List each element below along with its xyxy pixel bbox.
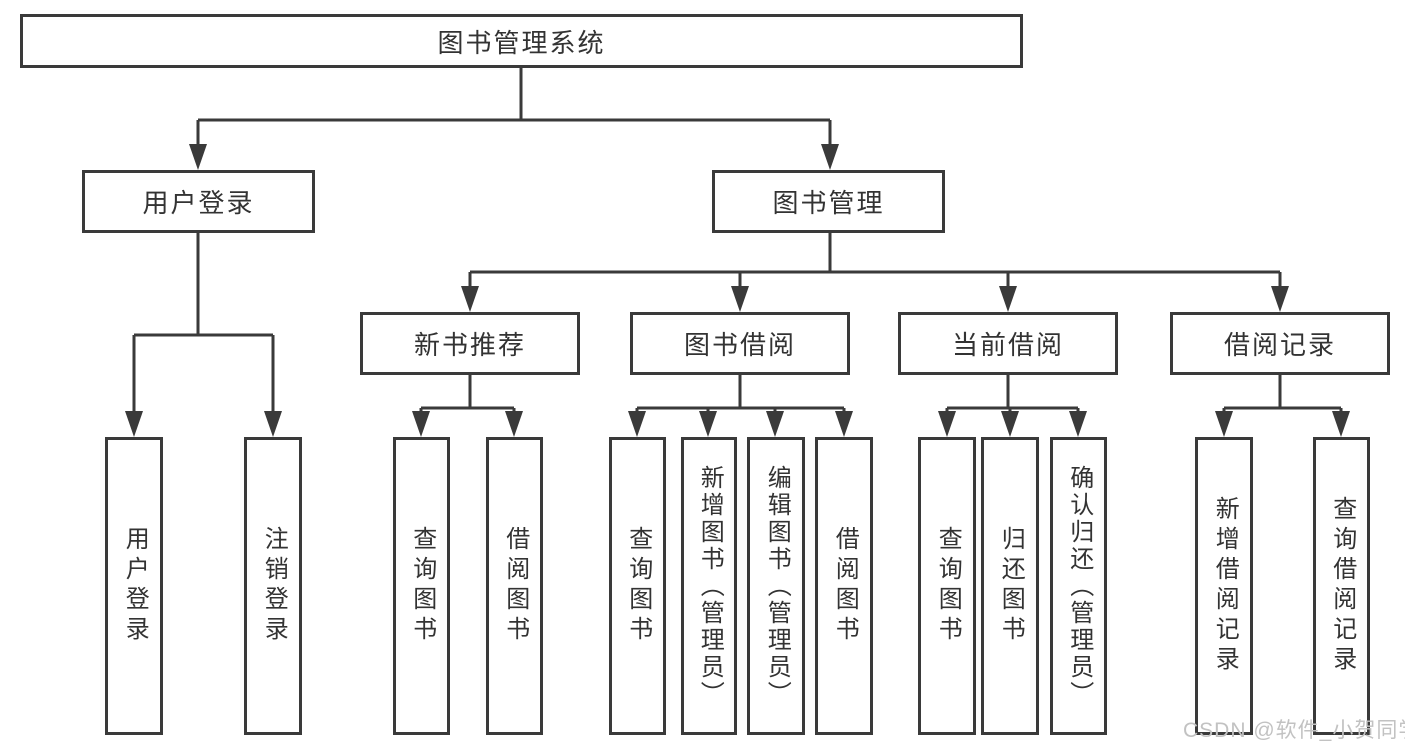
node-query-books-3: 查询图书 — [918, 437, 976, 735]
node-user-login: 用户登录 — [82, 170, 315, 233]
node-user-login-leaf: 用户登录 — [105, 437, 163, 735]
node-return-books: 归还图书 — [981, 437, 1039, 735]
node-book-management: 图书管理 — [712, 170, 945, 233]
node-new-book-recommend: 新书推荐 — [360, 312, 580, 375]
node-query-borrow-record: 查询借阅记录 — [1313, 437, 1370, 735]
node-book-borrowing: 图书借阅 — [630, 312, 850, 375]
node-borrow-records: 借阅记录 — [1170, 312, 1390, 375]
node-logout: 注销登录 — [244, 437, 302, 735]
node-add-borrow-record: 新增借阅记录 — [1195, 437, 1253, 735]
node-current-borrowing: 当前借阅 — [898, 312, 1118, 375]
csdn-watermark: CSDN @软件_小贺同学 — [1183, 719, 1405, 742]
node-query-books-1: 查询图书 — [393, 437, 450, 735]
node-borrow-books-2: 借阅图书 — [815, 437, 873, 735]
node-query-books-2: 查询图书 — [609, 437, 666, 735]
node-edit-books-admin: 编辑图书（管理员） — [747, 437, 805, 735]
node-confirm-return-admin: 确认归还（管理员） — [1050, 437, 1107, 735]
node-borrow-books-1: 借阅图书 — [486, 437, 543, 735]
node-library-system: 图书管理系统 — [20, 14, 1023, 68]
node-add-books-admin: 新增图书（管理员） — [681, 437, 737, 735]
